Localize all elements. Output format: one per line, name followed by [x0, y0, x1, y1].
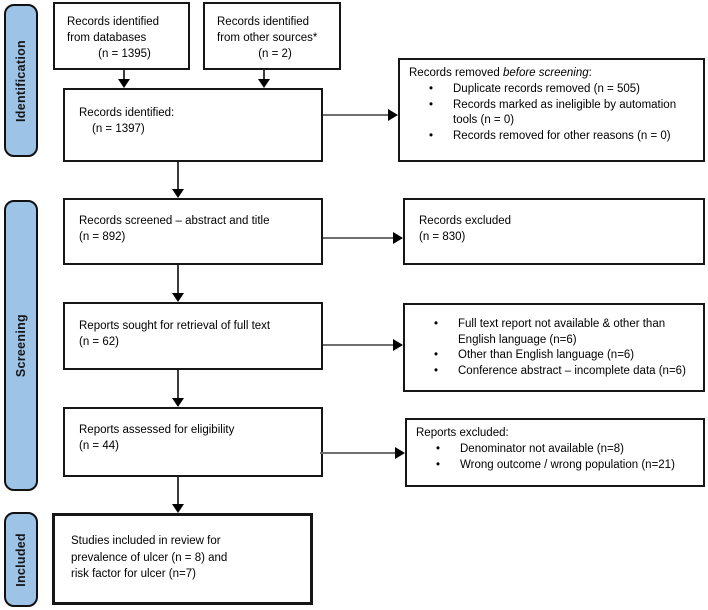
box-records-identified-other-sources: Records identified from other sources* (…: [203, 2, 341, 70]
bullet-text: Denominator not available (n=8): [460, 443, 624, 455]
bullet-icon: •: [428, 83, 434, 95]
box-records-excluded: Records excluded (n = 830): [403, 198, 705, 265]
box-text-line: prevalence of ulcer (n = 8) and: [71, 551, 228, 564]
box-reports-sought: Reports sought for retrieval of full tex…: [63, 302, 323, 370]
box-count: (n = 830): [419, 231, 466, 243]
bullet-icon: •: [435, 458, 441, 471]
bullet-list: • Full text report not available & other…: [414, 317, 700, 379]
box-records-removed-before-screening: Records removed before screening: • Dupl…: [398, 58, 705, 162]
box-count: (n = 1395): [98, 48, 151, 60]
box-count: (n = 62): [79, 336, 119, 348]
box-text-line: Records identified:: [79, 107, 175, 119]
box-text-line: Records identified: [67, 16, 160, 28]
box-count: (n = 892): [79, 231, 126, 243]
bullet-text: Records removed for other reasons (n = 0…: [453, 129, 671, 142]
box-count: (n = 44): [79, 440, 119, 452]
box-records-identified-total: Records identified: (n = 1397): [63, 88, 323, 162]
box-text-line: Records excluded: [419, 215, 512, 227]
box-text-line: from databases: [67, 32, 147, 44]
box-text-line: from other sources*: [217, 32, 318, 44]
bullet-item: • Duplicate records removed (n = 505): [409, 82, 698, 98]
bullet-list: • Duplicate records removed (n = 505) • …: [409, 82, 698, 144]
bullet-item: • Full text report not available & other…: [414, 317, 700, 348]
bullet-list: • Denominator not available (n=8) • Wron…: [416, 442, 700, 473]
bullet-icon: •: [428, 129, 434, 142]
box-reports-assessed: Reports assessed for eligibility (n = 44…: [63, 407, 323, 477]
box-records-screened: Records screened – abstract and title (n…: [63, 198, 323, 265]
bullet-icon: •: [428, 98, 434, 111]
bullet-item: • Records removed for other reasons (n =…: [409, 129, 698, 145]
bullet-text: Other than English language (n=6): [458, 349, 635, 361]
stage-label-included: Included: [4, 512, 38, 607]
box-count: (n = 1397): [92, 123, 145, 135]
box-studies-included: Studies included in review for prevalenc…: [52, 513, 313, 605]
stage-label-screening-text: Screening: [14, 313, 28, 378]
box-text-line: Records identified: [217, 16, 310, 28]
box-title-italic: before screening: [502, 67, 589, 79]
stage-label-included-text: Included: [14, 532, 28, 587]
bullet-icon: •: [433, 318, 439, 330]
bullet-item: • Wrong outcome / wrong population (n=21…: [416, 458, 700, 474]
box-count: (n = 2): [258, 48, 292, 60]
bullet-text: Wrong outcome / wrong population (n=21): [460, 458, 675, 471]
box-text-line: risk factor for ulcer (n=7): [71, 568, 196, 580]
box-retrieval-exclusions: • Full text report not available & other…: [403, 303, 705, 392]
box-text-line: Reports sought for retrieval of full tex…: [79, 320, 271, 332]
bullet-item: • Conference abstract – incomplete data …: [414, 364, 700, 380]
bullet-item: • Other than English language (n=6): [414, 348, 700, 364]
box-records-identified-databases: Records identified from databases (n = 1…: [53, 2, 190, 70]
stage-label-screening: Screening: [4, 200, 38, 491]
bullet-icon: •: [435, 443, 441, 455]
box-reports-excluded: Reports excluded: • Denominator not avai…: [405, 418, 705, 487]
box-title-prefix: Records removed: [409, 67, 503, 79]
bullet-text: Conference abstract – incomplete data (n…: [458, 364, 686, 377]
box-title: Reports excluded:: [416, 427, 509, 439]
bullet-item: • Records marked as ineligible by automa…: [409, 98, 698, 129]
box-text-line: Studies included in review for: [71, 535, 221, 547]
stage-label-identification-text: Identification: [14, 39, 28, 122]
box-title: Records removed before screening:: [409, 65, 698, 81]
stage-label-identification: Identification: [4, 4, 38, 157]
bullet-item: • Denominator not available (n=8): [416, 442, 700, 458]
box-title-suffix: :: [588, 67, 592, 79]
bullet-icon: •: [433, 349, 439, 361]
bullet-icon: •: [433, 364, 439, 377]
bullet-text: Duplicate records removed (n = 505): [453, 83, 640, 95]
box-text-line: Records screened – abstract and title: [79, 215, 270, 227]
bullet-text: Records marked as ineligible by automati…: [453, 98, 677, 127]
box-text-line: Reports assessed for eligibility: [79, 424, 235, 436]
bullet-text: Full text report not available & other t…: [458, 318, 666, 346]
